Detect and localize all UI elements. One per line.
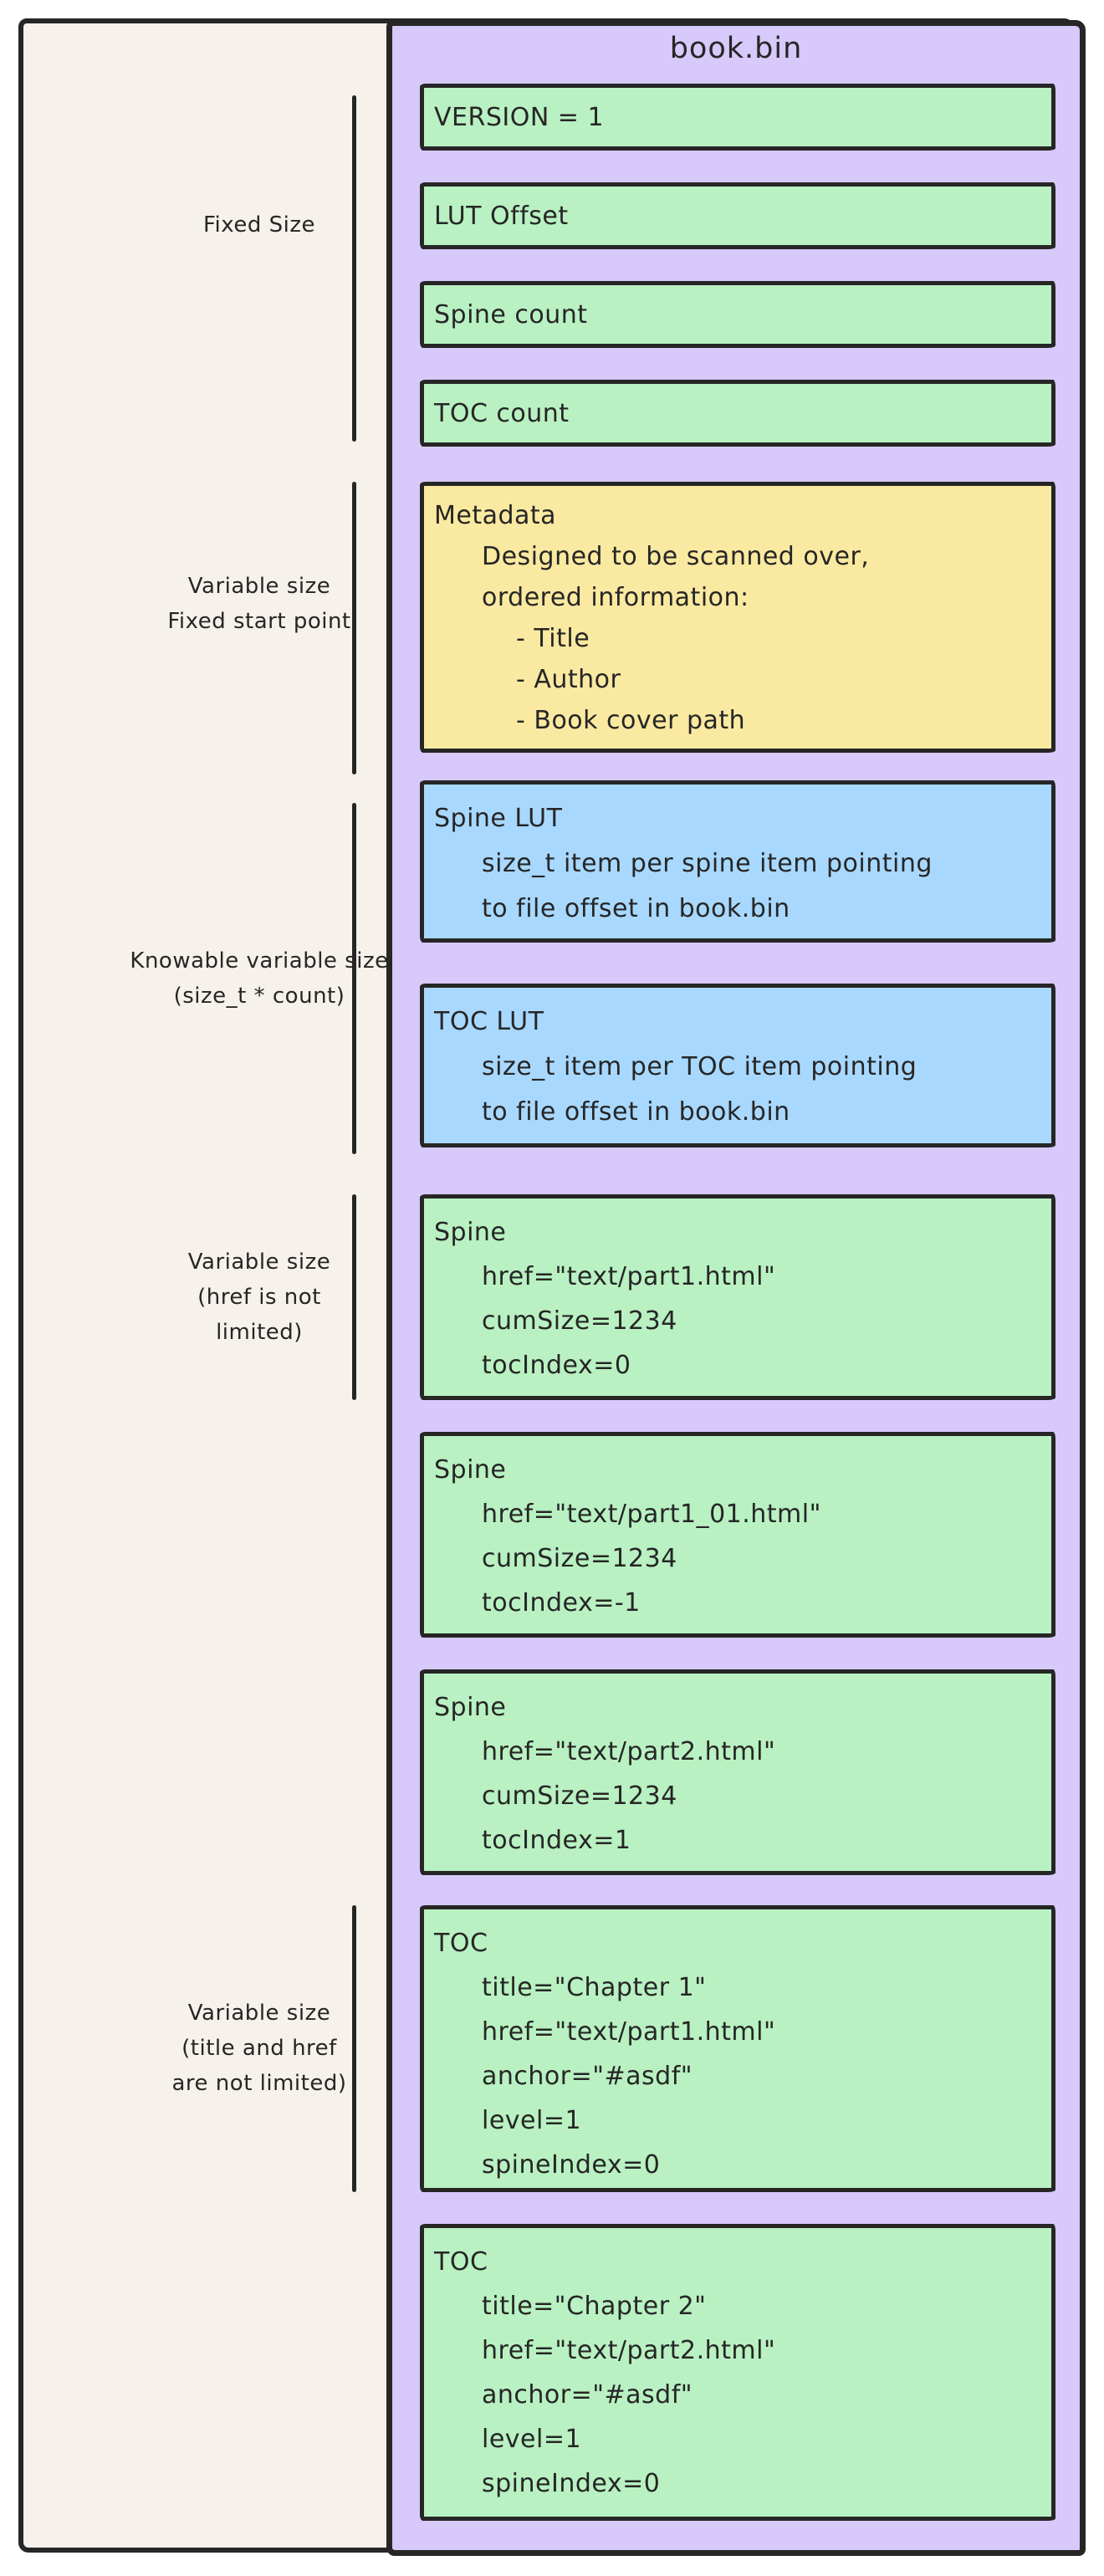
block-line: href="text/part2.html"	[482, 1737, 776, 1766]
side-label-knowable-variable: Knowable variable size (size_t * count)	[92, 943, 427, 1014]
block-line: spineIndex=0	[482, 2150, 661, 2180]
bracket-variable-title-href	[352, 1905, 356, 2192]
block-line: title="Chapter 2"	[482, 2292, 707, 2321]
block-line: Spine	[434, 1693, 507, 1722]
side-label-fixed-size: Fixed Size	[92, 207, 427, 243]
block-line: tocIndex=1	[482, 1826, 631, 1855]
block-line: tocIndex=0	[482, 1351, 631, 1380]
side-label-line: are not limited)	[171, 2071, 347, 2096]
block-line: TOC count	[434, 398, 570, 428]
side-label-line: (title and href	[181, 2036, 337, 2061]
side-label-line: Knowable variable size	[130, 948, 389, 974]
block-line: Spine LUT	[434, 804, 563, 833]
block-line: to file offset in book.bin	[482, 1097, 790, 1127]
block-line: href="text/part1_01.html"	[482, 1500, 821, 1529]
block-line: level=1	[482, 2106, 582, 2135]
side-label-line: Variable size	[187, 2001, 331, 2026]
block-line: TOC	[434, 1929, 488, 1958]
side-label-line: (href is not	[197, 1285, 321, 1310]
block-line: anchor="#asdf"	[482, 2062, 693, 2091]
bracket-fixed-size	[352, 95, 356, 442]
side-label-line: (size_t * count)	[173, 984, 345, 1009]
block-line: Spine count	[434, 299, 588, 330]
block-line: Designed to be scanned over,	[482, 542, 870, 571]
block-line: href="text/part1.html"	[482, 2017, 776, 2047]
block-toc-2: TOC title="Chapter 2" href="text/part2.h…	[420, 2224, 1055, 2521]
block-line: - Title	[516, 624, 590, 653]
block-toc-1: TOC title="Chapter 1" href="text/part1.h…	[420, 1905, 1055, 2192]
block-line: TOC LUT	[434, 1007, 544, 1036]
block-spine-2: Spine href="text/part1_01.html" cumSize=…	[420, 1432, 1055, 1638]
block-line: ordered information:	[482, 583, 749, 612]
block-spine-count: Spine count	[420, 281, 1055, 348]
block-line: cumSize=1234	[482, 1306, 677, 1336]
block-line: to file offset in book.bin	[482, 894, 790, 923]
block-line: anchor="#asdf"	[482, 2380, 693, 2410]
bracket-knowable-variable	[352, 803, 356, 1154]
side-label-line: Variable size	[187, 574, 331, 599]
side-label-variable-href: Variable size (href is not limited)	[92, 1245, 427, 1350]
block-line: size_t item per TOC item pointing	[482, 1052, 917, 1081]
block-spine-lut: Spine LUT size_t item per spine item poi…	[420, 780, 1055, 943]
block-toc-lut: TOC LUT size_t item per TOC item pointin…	[420, 984, 1055, 1147]
block-line: cumSize=1234	[482, 1781, 677, 1811]
block-line: Metadata	[434, 501, 557, 530]
side-label-line: Fixed start point	[167, 609, 351, 634]
block-line: tocIndex=-1	[482, 1588, 641, 1618]
side-label-line: Variable size	[187, 1250, 331, 1275]
block-line: Spine	[434, 1455, 507, 1485]
side-label-line: Fixed Size	[202, 212, 315, 238]
block-lut-offset: LUT Offset	[420, 182, 1055, 249]
block-toc-count: TOC count	[420, 380, 1055, 447]
block-spine-3: Spine href="text/part2.html" cumSize=123…	[420, 1669, 1055, 1875]
block-line: - Book cover path	[516, 706, 746, 735]
block-line: Spine	[434, 1218, 507, 1247]
block-line: VERSION = 1	[434, 102, 605, 132]
block-line: cumSize=1234	[482, 1544, 677, 1573]
block-line: href="text/part2.html"	[482, 2336, 776, 2365]
block-metadata: Metadata Designed to be scanned over, or…	[420, 482, 1055, 753]
side-label-variable-title-href: Variable size (title and href are not li…	[92, 1996, 427, 2101]
block-line: level=1	[482, 2425, 582, 2454]
block-line: title="Chapter 1"	[482, 1973, 707, 2002]
block-spine-1: Spine href="text/part1.html" cumSize=123…	[420, 1194, 1055, 1400]
block-line: href="text/part1.html"	[482, 1262, 776, 1291]
panel-title: book.bin	[669, 32, 803, 65]
bracket-variable-fixed-start	[352, 482, 356, 774]
bracket-variable-href	[352, 1194, 356, 1400]
block-line: - Author	[516, 665, 621, 694]
block-line: LUT Offset	[434, 201, 569, 231]
block-line: TOC	[434, 2247, 488, 2277]
block-line: spineIndex=0	[482, 2469, 661, 2498]
block-line: size_t item per spine item pointing	[482, 849, 933, 878]
block-version: VERSION = 1	[420, 84, 1055, 151]
side-label-variable-fixed-start: Variable size Fixed start point	[92, 569, 427, 639]
side-label-line: limited)	[216, 1320, 303, 1345]
